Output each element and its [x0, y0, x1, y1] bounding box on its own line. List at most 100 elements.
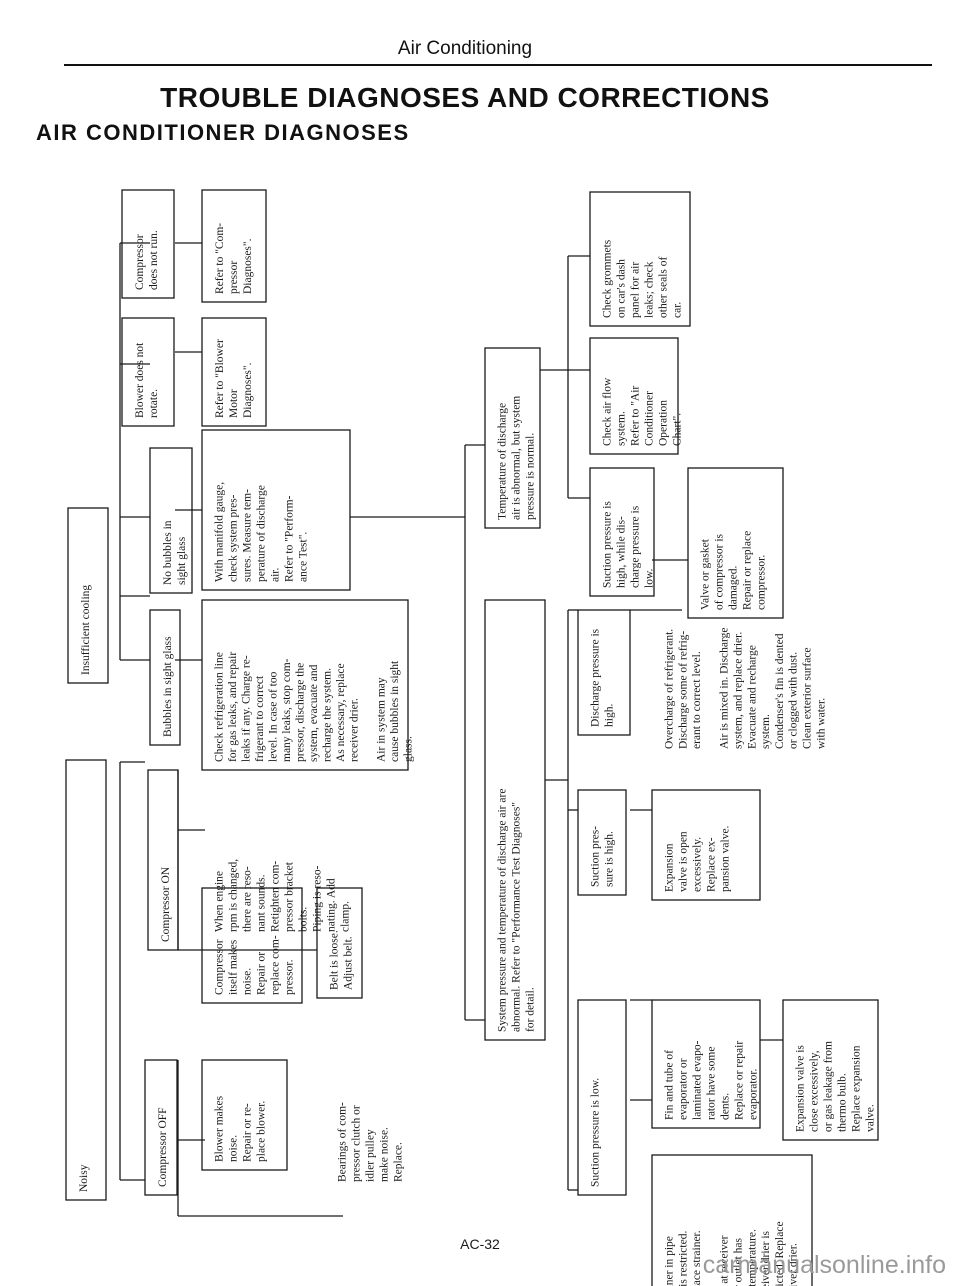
node-text-line: line is restricted.	[677, 1231, 689, 1286]
node-text-line: Operation	[658, 400, 670, 446]
connector-lines	[119, 242, 783, 1217]
node-text-line: Replace.	[393, 1142, 405, 1182]
node-text-line: Adjust belt.	[343, 936, 355, 990]
node-box	[121, 317, 175, 427]
node-text-line: clamp.	[340, 901, 352, 932]
node-text-line: pressor	[228, 261, 240, 294]
node-text-line: Compressor OFF	[157, 1107, 169, 1187]
node-text-line: Suction pressure is	[602, 501, 614, 588]
node-text-line: place blower.	[256, 1101, 268, 1162]
node-text-line: receiver drier.	[788, 1243, 800, 1286]
node-text-line: Chart".	[672, 413, 684, 446]
node-text-line: Temperature of discharge	[497, 403, 509, 520]
node-box	[201, 1059, 288, 1171]
node-text-line: with water.	[815, 698, 827, 749]
node-text-line: or clogged with dust.	[788, 652, 800, 749]
node-text-line: thermo bulb.	[837, 1073, 849, 1132]
node-text-line: or gas leakage from	[823, 1041, 835, 1132]
node-text-line: low.	[644, 568, 656, 588]
node-text-line: rator have some	[706, 1047, 718, 1120]
node-text-line: Compressor ON	[160, 866, 172, 942]
node-text-line: excessively.	[692, 837, 704, 892]
node-compressor-off: Compressor OFF	[144, 1059, 178, 1196]
node-text-line: pressure is normal.	[525, 433, 537, 520]
node-text-line: Check grommets	[602, 239, 614, 318]
node-text-line: pressor bracket	[284, 861, 296, 932]
node-text-line: System pressure and temperature of disch…	[497, 789, 509, 1032]
node-text-line: system, and replace drier.	[733, 632, 745, 749]
node-text-line: recharge the system.	[322, 668, 334, 762]
node-text-line: Check refrigeration line	[214, 652, 226, 762]
node-text-line: Motor	[228, 389, 240, 418]
node-text-line: charge pressure is	[630, 505, 642, 588]
node-box	[687, 467, 784, 619]
node-text-line: With manifold gauge,	[214, 482, 226, 582]
node-text: Belt is loose.Adjust belt.	[329, 930, 355, 990]
node-text-line: No bubbles in	[162, 520, 174, 585]
node-text-line: Fin and tube of	[664, 1050, 676, 1120]
node-text-line: Replace strainer.	[691, 1230, 703, 1286]
node-text-line: does not run.	[148, 230, 160, 290]
node-text-line: noise.	[228, 1135, 240, 1162]
node-text-line: nant sounds.	[256, 874, 268, 932]
node-manifold-gauge: With manifold gauge,check system pres-su…	[201, 429, 351, 591]
node-text-line: cause bubbles in sight	[389, 660, 401, 762]
node-text-line: Refer to "Perform-	[284, 495, 296, 582]
node-text-line: Bearings of com-	[337, 1102, 349, 1182]
node-text-line: Expansion	[664, 843, 676, 892]
node-text-line: system.	[760, 714, 772, 749]
page-title: TROUBLE DIAGNOSES AND CORRECTIONS	[160, 82, 770, 113]
node-text-line: idler pulley	[365, 1129, 377, 1182]
node-text-line: replace com-	[270, 935, 282, 995]
node-text-line: Pipe at receiver	[719, 1235, 731, 1286]
node-text-line: Insufficient cooling	[80, 585, 92, 675]
node-text-line: nating. Add	[326, 878, 338, 932]
node-text-line: Diagnoses".	[242, 238, 254, 294]
node-text-line: air is abnormal, but system	[511, 396, 523, 520]
node-box	[67, 507, 109, 684]
node-bubbles: Bubbles in sight glass	[149, 609, 181, 746]
node-text-line: itself makes	[228, 939, 240, 995]
node-box	[201, 317, 267, 427]
node-text-line: Discharge pressure is	[590, 628, 602, 727]
node-suction-high: Suction pres-sure is high.	[577, 789, 627, 896]
node-insufficient: Insufficient cooling	[67, 507, 109, 684]
node-box	[316, 887, 363, 999]
node-box	[577, 999, 627, 1196]
node-text-line: Replace expansion	[851, 1045, 863, 1132]
node-text-line: Conditioner	[644, 391, 656, 446]
node-text-line: Diagnoses".	[242, 362, 254, 418]
node-box	[201, 887, 303, 1004]
node-text-line: pressor.	[284, 959, 296, 995]
node-box	[144, 1059, 178, 1196]
node-box	[651, 789, 761, 901]
node-text-line: car.	[672, 302, 684, 318]
node-text-line: Overcharge of refrigerant.	[664, 629, 676, 749]
node-text-line: make noise.	[379, 1127, 391, 1182]
node-text-line: erant to correct level.	[691, 651, 703, 749]
node-text-line: level. In case of too	[268, 671, 280, 762]
node-box	[651, 999, 761, 1129]
watermark-text: carmanualsonline.info	[702, 1251, 946, 1279]
node-text-line: Suction pressure is low.	[590, 1078, 602, 1187]
node-text-line: system.	[616, 411, 628, 446]
node-text-line: As necessary, replace	[335, 663, 347, 762]
node-text-line: abnormal. Refer to "Performance Test Dia…	[511, 802, 523, 1032]
